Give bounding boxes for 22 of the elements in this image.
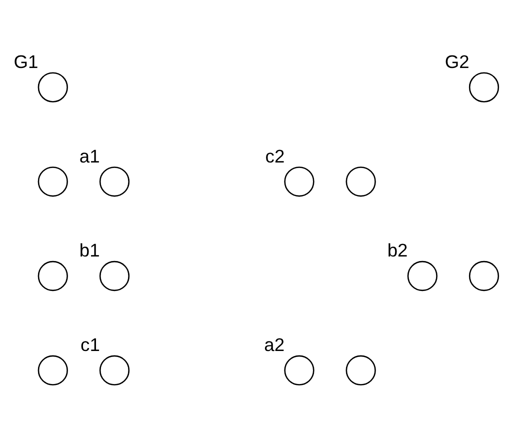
node-circle — [346, 354, 376, 385]
node-label: G1 — [14, 50, 38, 72]
node-label: b1 — [79, 239, 100, 260]
node-circle — [99, 354, 130, 385]
node-circle — [346, 166, 376, 196]
node-circle — [38, 260, 68, 291]
node-circle — [284, 166, 314, 196]
node-circle — [99, 166, 130, 196]
node-label: c1 — [80, 333, 100, 354]
node-circle — [407, 260, 438, 291]
node-circle — [38, 166, 68, 196]
node-circle — [468, 72, 500, 102]
node-label: c2 — [265, 144, 285, 166]
node-label: a2 — [264, 333, 285, 354]
node-circle — [99, 260, 130, 291]
node-circle — [468, 260, 500, 291]
node-circle — [284, 354, 314, 385]
node-label: a1 — [79, 144, 100, 166]
node-label: G2 — [444, 50, 470, 72]
node-circle — [38, 354, 68, 385]
node-label: b2 — [387, 239, 408, 260]
node-circle — [38, 72, 68, 102]
